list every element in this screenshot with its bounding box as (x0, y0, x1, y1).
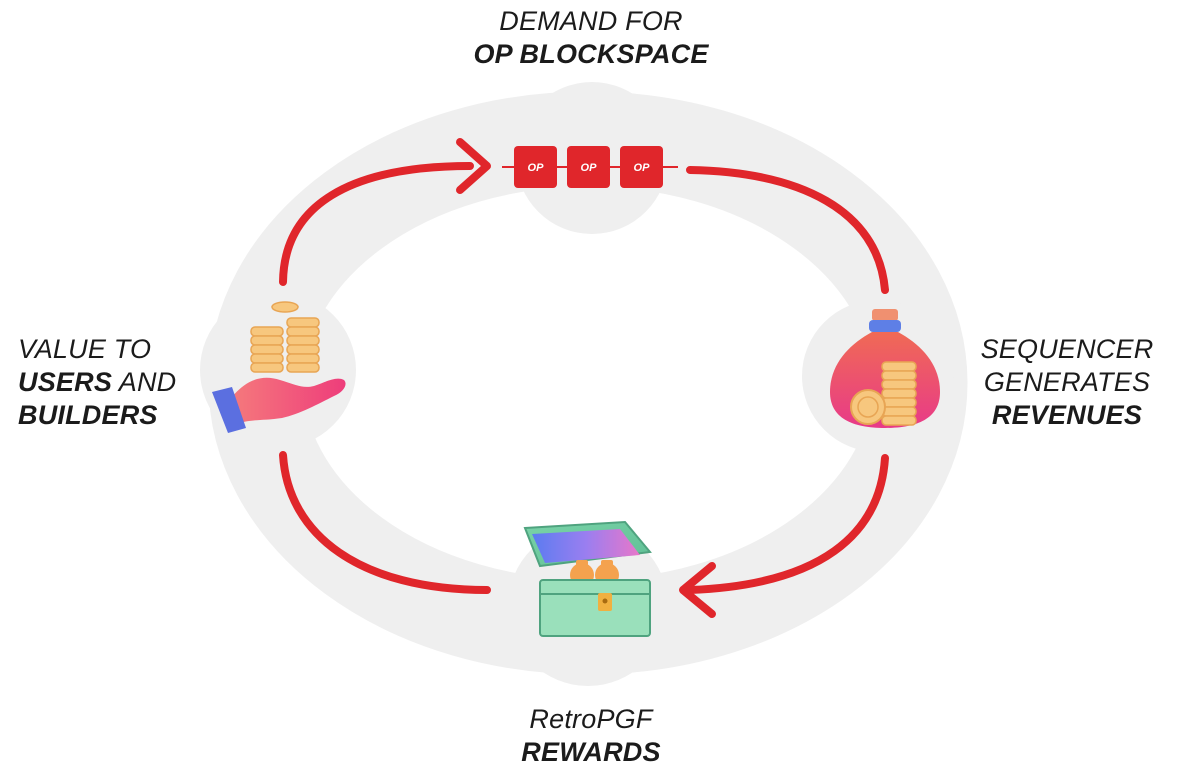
label-line: GENERATES (983, 367, 1151, 397)
op-block-label: OP (528, 162, 545, 174)
label-line: AND (112, 367, 177, 397)
treasure-chest-icon (523, 520, 652, 637)
blockchain-blocks-icon: OP OP OP (502, 146, 678, 188)
hand-holding-coins-icon (212, 301, 346, 433)
label-line: DEMAND FOR (499, 6, 683, 36)
label-line-bold: BUILDERS (18, 400, 158, 430)
label-line-bold: USERS (18, 367, 113, 397)
arrow-bottom-to-left (279, 451, 491, 594)
label-line: SEQUENCER (980, 334, 1154, 364)
label-line-bold: OP BLOCKSPACE (473, 39, 709, 69)
cycle-arrows (279, 138, 889, 618)
label-line: VALUE TO (18, 334, 152, 364)
node-label-demand: DEMAND FOR OP BLOCKSPACE (391, 5, 791, 71)
arrowhead-right-to-bottom (679, 562, 716, 618)
op-block-label: OP (581, 162, 598, 174)
node-label-retropgf: RetroPGF REWARDS (441, 703, 741, 769)
op-block-label: OP (634, 162, 651, 174)
label-line-bold: REVENUES (991, 400, 1143, 430)
arrow-top-to-right (686, 166, 889, 294)
arrow-right-to-bottom (686, 454, 889, 594)
arrow-left-to-top (279, 162, 474, 286)
money-bag-coins-icon (830, 309, 940, 428)
arrowhead-left-to-top (456, 138, 491, 194)
label-line: RetroPGF (529, 704, 653, 734)
node-label-value: VALUE TO USERS AND BUILDERS (18, 333, 218, 432)
node-label-sequencer: SEQUENCER GENERATES REVENUES (960, 333, 1174, 432)
label-line-bold: REWARDS (521, 737, 661, 767)
